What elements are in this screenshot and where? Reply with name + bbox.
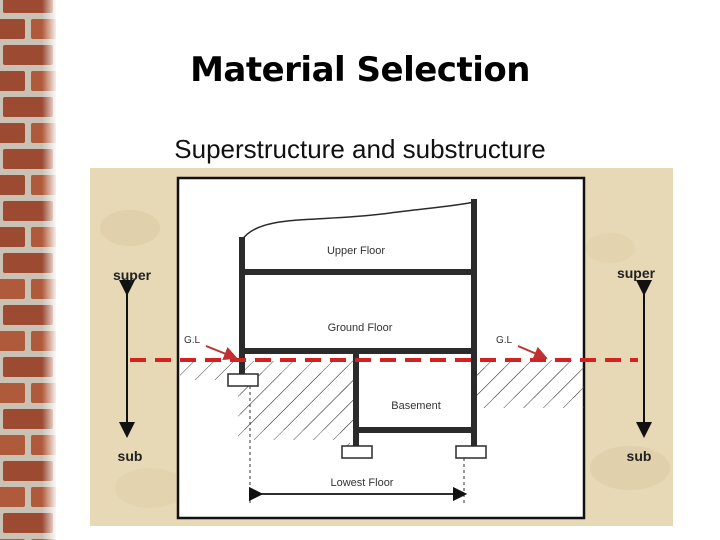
basement-label: Basement [391,400,441,412]
ground-floor-label: Ground Floor [328,322,393,334]
gl-left-arrow [205,345,238,361]
roof-line [241,201,475,241]
lowest-floor-label: Lowest Floor [331,477,394,489]
footing-middle [341,445,373,459]
super-left-label: super [113,267,152,283]
building-structure [239,199,477,449]
gl-right-arrow [517,345,548,360]
footing-left [227,373,259,387]
building-section-diagram: Upper Floor Ground Floor Basement Lowest… [90,168,673,526]
footing-right [455,445,487,459]
parchment-texture [100,210,670,508]
slide-title: Material Selection [190,50,530,90]
upper-floor-label: Upper Floor [327,245,385,257]
brick-wall-decoration [0,0,56,540]
soil-hatching [180,360,584,448]
gl-right-label: G.L [496,335,513,346]
sub-left-label: sub [118,448,143,464]
super-right-label: super [617,265,656,281]
slide-subtitle: Superstructure and substructure [174,134,546,164]
sub-right-label: sub [627,448,652,464]
gl-left-label: G.L [184,335,201,346]
